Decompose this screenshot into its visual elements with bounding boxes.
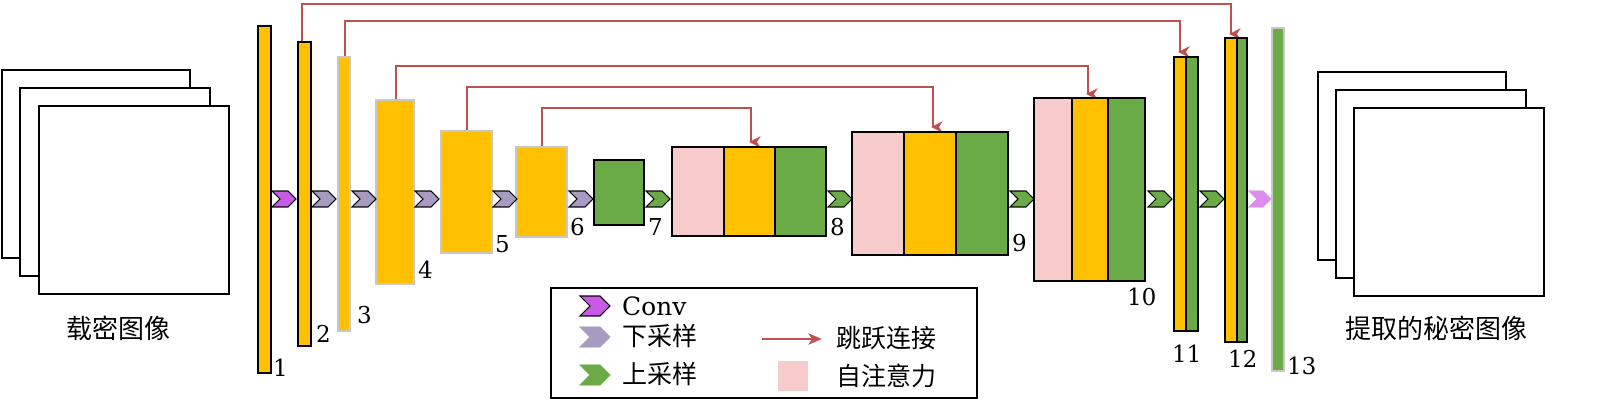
layer-1-label: 1: [273, 356, 288, 382]
layer-11-label: 11: [1172, 342, 1202, 368]
layer-12-block: [1224, 37, 1248, 343]
layer-5-block: [440, 130, 493, 254]
layer-9-label: 9: [1012, 231, 1027, 257]
layer-3-label: 3: [357, 303, 372, 329]
layer-7-label: 7: [648, 215, 663, 241]
skip-connection-5-9: [466, 86, 943, 133]
upsample-chevron: [644, 190, 671, 208]
layer-3-block: [337, 56, 351, 332]
input-caption: 载密图像: [66, 315, 171, 345]
layer-10-block: [1033, 97, 1146, 282]
downsample-chevron: [350, 190, 377, 208]
layer-11-block: [1173, 56, 1199, 332]
layer-10-label: 10: [1127, 285, 1157, 311]
downsample-chevron: [567, 190, 594, 208]
layer-4-block: [375, 99, 415, 285]
legend-box: [550, 287, 978, 399]
downsample-chevron: [310, 190, 337, 208]
layer-2-block: [297, 41, 312, 347]
upsample-chevron: [1146, 190, 1173, 208]
layer-1-block: [257, 25, 272, 374]
skip-connections: [301, 3, 1241, 148]
layer-6-label: 6: [570, 215, 585, 241]
layer-4-label: 4: [418, 258, 433, 284]
legend-skip-label: 跳跃连接: [836, 324, 937, 353]
skip-connection-4-10: [395, 65, 1098, 100]
layer-6-block: [515, 146, 568, 238]
legend-up-chevron: [578, 364, 611, 386]
conv-chevron-output: [1247, 190, 1272, 208]
layer-13-block: [1271, 27, 1285, 372]
layer-2-label: 2: [316, 322, 331, 348]
layer-12-label: 12: [1228, 347, 1258, 373]
downsample-chevron: [491, 190, 518, 208]
output-image-stack: [1317, 71, 1545, 297]
upsample-chevron: [1008, 190, 1035, 208]
op-arrows: [270, 190, 1225, 208]
legend-conv-chevron: [578, 295, 611, 317]
output-caption: 提取的秘密图像: [1345, 315, 1528, 345]
layer-8-label: 8: [830, 215, 845, 241]
legend-attn-swatch: [778, 361, 808, 391]
legend-conv-label: Conv: [622, 292, 687, 321]
upsample-chevron: [826, 190, 853, 208]
downsample-chevron: [413, 190, 440, 208]
layer-8-block: [671, 146, 827, 237]
skip-connection-1-12: [301, 3, 1241, 42]
legend-skip-arrow: [762, 333, 822, 345]
legend-up-label: 上采样: [622, 360, 698, 389]
layer-13-label: 13: [1287, 354, 1317, 380]
layer-9-block: [851, 131, 1009, 256]
upsample-chevron: [1198, 190, 1225, 208]
layer-5-label: 5: [495, 232, 510, 258]
legend-down-chevron: [578, 326, 611, 348]
layer-7-block: [593, 159, 645, 226]
skip-connection-3-11: [344, 20, 1190, 58]
legend-down-label: 下采样: [622, 322, 698, 351]
legend-attn-label: 自注意力: [836, 362, 937, 391]
input-image-stack: [1, 69, 230, 295]
skip-connection-6-8: [541, 107, 761, 148]
conv-chevron: [270, 190, 297, 208]
